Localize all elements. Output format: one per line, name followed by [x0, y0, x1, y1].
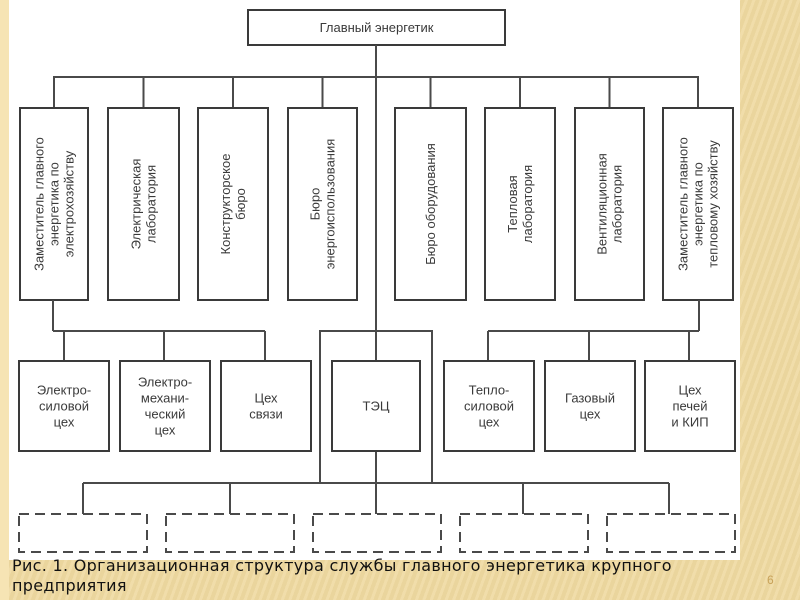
placeholder-unit-box	[312, 513, 442, 553]
workshop-label-line: цех	[155, 423, 176, 438]
department-box	[484, 107, 556, 301]
workshop-box	[644, 360, 736, 452]
workshop-label-line: связи	[249, 407, 283, 422]
figure-caption: Рис. 1. Организационная структура службы…	[12, 556, 672, 595]
department-label-line: Вентиляционная	[595, 153, 610, 255]
department-label-line: энергетика по	[691, 162, 706, 246]
workshop-label-line: ческий	[145, 407, 186, 422]
department-label-line: тепловому хозяйству	[706, 140, 721, 268]
department-box	[197, 107, 269, 301]
workshop-label-line: силовой	[39, 399, 89, 414]
workshop-label-line: Цех	[678, 383, 702, 398]
tec-frame-line	[319, 330, 433, 483]
page-number: 6	[767, 573, 774, 587]
department-label-line: бюро	[233, 188, 248, 220]
workshop-box	[220, 360, 312, 452]
placeholder-unit-box	[165, 513, 295, 553]
workshop-label: ТЭЦ	[363, 399, 390, 414]
workshop-label-line: Электро-	[138, 375, 192, 390]
department-label-line: лаборатория	[520, 165, 535, 243]
workshop-label-line: Цех	[254, 391, 278, 406]
root-box	[247, 9, 506, 46]
department-box	[287, 107, 358, 301]
workshop-label-line: и КИП	[671, 415, 708, 430]
workshop-label-line: Тепло-	[469, 383, 510, 398]
department-label-line: лаборатория	[144, 165, 159, 243]
department-label-line: Электрическая	[129, 159, 144, 250]
department-box	[19, 107, 89, 301]
workshop-box	[443, 360, 535, 452]
department-label-line: энергоиспользования	[323, 139, 338, 270]
department-label-line: электрохозяйству	[62, 150, 77, 257]
workshop-label-line: цех	[54, 415, 75, 430]
placeholder-unit-box	[459, 513, 589, 553]
workshop-box	[119, 360, 211, 452]
department-label-line: Тепловая	[505, 175, 520, 232]
workshop-label-line: силовой	[464, 399, 514, 414]
root-label-line: Главный энергетик	[320, 20, 434, 35]
placeholder-unit-box	[18, 513, 148, 553]
workshop-label-line: ТЭЦ	[363, 399, 390, 414]
workshop-label-line: цех	[479, 415, 500, 430]
department-box	[107, 107, 180, 301]
department-label-line: Бюро	[308, 188, 323, 221]
workshop-label-line: Электро-	[37, 383, 91, 398]
slide-left-stripe	[0, 0, 9, 600]
workshop-box	[18, 360, 110, 452]
department-box	[662, 107, 734, 301]
department-label-line: Заместитель главного	[32, 137, 47, 271]
workshop-box	[331, 360, 421, 452]
workshop-label-line: печей	[672, 399, 707, 414]
department-label-line: Конструкторское	[218, 154, 233, 255]
workshop-box	[544, 360, 636, 452]
department-label-line: Заместитель главного	[676, 137, 691, 271]
placeholder-unit-box	[606, 513, 736, 553]
workshop-label-line: Газовый	[565, 391, 615, 406]
department-label: Бюро оборудования	[423, 143, 438, 265]
department-box	[394, 107, 467, 301]
workshop-label-line: механи-	[141, 391, 189, 406]
department-label-line: лаборатория	[610, 165, 625, 243]
department-label-line: энергетика по	[47, 162, 62, 246]
department-box	[574, 107, 645, 301]
workshop-label-line: цех	[580, 407, 601, 422]
root-label: Главный энергетик	[320, 20, 434, 35]
department-label-line: Бюро оборудования	[423, 143, 438, 265]
